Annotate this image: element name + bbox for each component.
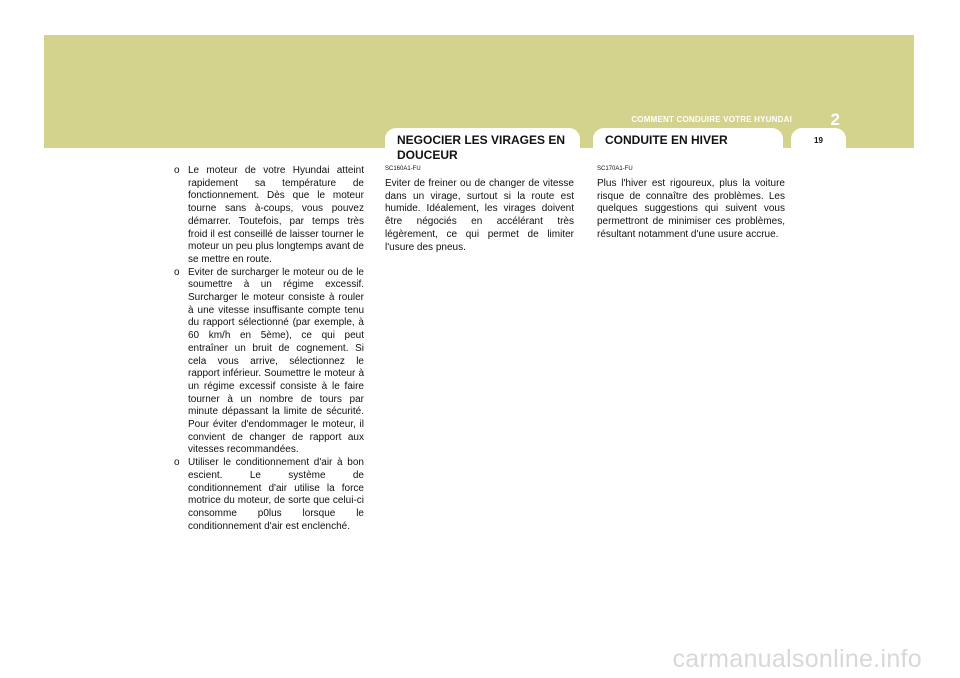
right-column: SC170A1-FU Plus l'hiver est rigoureux, p… [597,165,785,242]
reference-code: SC170A1-FU [597,166,633,172]
section-number: 2 [830,110,840,129]
watermark: carmanualsonline.info [672,645,922,673]
page-number-tab: 19 [791,128,846,150]
tab-conduite-hiver: CONDUITE EN HIVER [593,128,783,150]
bullet-text: Utiliser le conditionnement d'air à bon … [188,457,364,532]
section-title: COMMENT CONDUIRE VOTRE HYUNDAI [631,115,792,124]
paragraph-virages: Eviter de freiner ou de changer de vites… [385,178,574,253]
bullet-item: o Eviter de surcharger le moteur ou de l… [174,267,364,458]
paragraph-hiver: Plus l'hiver est rigoureux, plus la voit… [597,178,785,240]
bullet-text: Eviter de surcharger le moteur ou de le … [188,266,364,456]
heading-negocier-virages: NEGOCIER LES VIRAGES EN DOUCEUR [397,133,566,162]
bullet-text: Le moteur de votre Hyundai atteint rapid… [188,165,364,265]
page-number: 19 [814,136,823,145]
tab-negocier-virages: NEGOCIER LES VIRAGES EN DOUCEUR [385,128,580,162]
reference-code: SC160A1-FU [385,166,421,172]
bullet-mark: o [174,266,180,278]
bullet-item: o Utiliser le conditionnement d'air à bo… [174,457,364,533]
bullet-mark: o [174,457,180,469]
middle-column: SC160A1-FU Eviter de freiner ou de chang… [385,165,574,254]
bullet-item: o Le moteur de votre Hyundai atteint rap… [174,165,364,267]
heading-conduite-hiver: CONDUITE EN HIVER [605,133,728,147]
bullet-mark: o [174,165,180,176]
left-column: o Le moteur de votre Hyundai atteint rap… [174,165,364,533]
